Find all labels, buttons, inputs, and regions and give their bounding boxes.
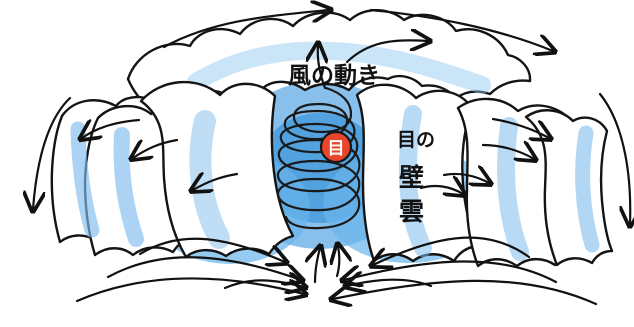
eyewall-line-2: 壁 bbox=[399, 163, 424, 192]
top-wind-arrows bbox=[33, 10, 630, 224]
eyewall-line-3: 雲 bbox=[399, 197, 424, 226]
wind-motion-label: 風の動き bbox=[288, 63, 380, 89]
eye-badge: 目 bbox=[319, 130, 353, 164]
eye-label: 目 bbox=[328, 139, 345, 159]
left-cloud-bands bbox=[50, 80, 295, 259]
inner-wind-arrows bbox=[82, 117, 549, 194]
bottom-inflow-arrows bbox=[75, 236, 598, 304]
eyewall-line-1: 目の bbox=[397, 129, 435, 151]
eye-spiral bbox=[276, 86, 361, 230]
